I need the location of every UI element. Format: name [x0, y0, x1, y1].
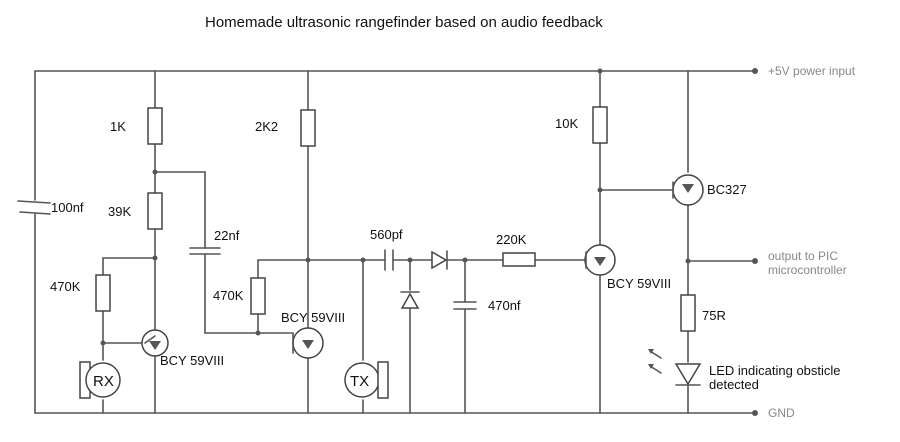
stage1-wiring [102, 70, 294, 414]
resistor-39k [147, 192, 163, 230]
capacitor-560pf [384, 249, 394, 271]
resistor-1k [147, 107, 163, 145]
output-label-line1: output to PIC [768, 249, 838, 263]
tx-transducer: TX [344, 361, 389, 399]
capacitor-100nf [17, 70, 51, 414]
output-label-line2: microcontroller [768, 263, 847, 277]
resistor-470k-a [95, 274, 111, 312]
label-q2: BCY 59VIII [281, 310, 345, 325]
transistor-q1 [141, 329, 169, 357]
label-560pf: 560pf [370, 227, 403, 242]
label-220k: 220K [496, 232, 527, 247]
resistor-2k2 [300, 109, 316, 147]
label-1k: 1K [110, 119, 126, 134]
label-q3: BCY 59VIII [607, 276, 671, 291]
label-470nf: 470nf [488, 298, 521, 313]
power-input-label: +5V power input [768, 64, 856, 78]
transistor-q2 [292, 327, 324, 359]
transistor-q3 [584, 244, 616, 276]
ground-rail [34, 410, 758, 416]
label-470k-a: 470K [50, 279, 81, 294]
detector-wiring [362, 259, 587, 414]
diode-shunt [400, 291, 420, 309]
label-22nf: 22nf [214, 228, 240, 243]
resistor-75r [680, 294, 696, 332]
resistor-470k-b [250, 277, 266, 315]
led-indicator [648, 349, 702, 386]
diode-series [431, 250, 448, 270]
power-rail [34, 68, 758, 74]
capacitor-22nf [189, 247, 221, 255]
label-2k2: 2K2 [255, 119, 278, 134]
diagram-title: Homemade ultrasonic rangefinder based on… [205, 14, 603, 31]
label-75r: 75R [702, 308, 726, 323]
led-label-line1: LED indicating obsticle [709, 363, 841, 378]
label-100nf: 100nf [51, 200, 84, 215]
rx-transducer: RX [79, 361, 121, 399]
capacitor-470nf [453, 301, 477, 310]
resistor-220k [502, 252, 536, 267]
label-39k: 39K [108, 204, 131, 219]
transistor-q4 [672, 174, 704, 206]
label-10k: 10K [555, 116, 578, 131]
ground-label: GND [768, 406, 795, 420]
rx-label: RX [93, 373, 114, 390]
label-470k-b: 470K [213, 288, 244, 303]
tx-label: TX [350, 373, 369, 390]
led-label-line2: detected [709, 377, 759, 392]
output-wiring [599, 70, 753, 414]
label-q4: BC327 [707, 182, 747, 197]
resistor-10k [592, 106, 608, 144]
label-q1: BCY 59VIII [160, 353, 224, 368]
